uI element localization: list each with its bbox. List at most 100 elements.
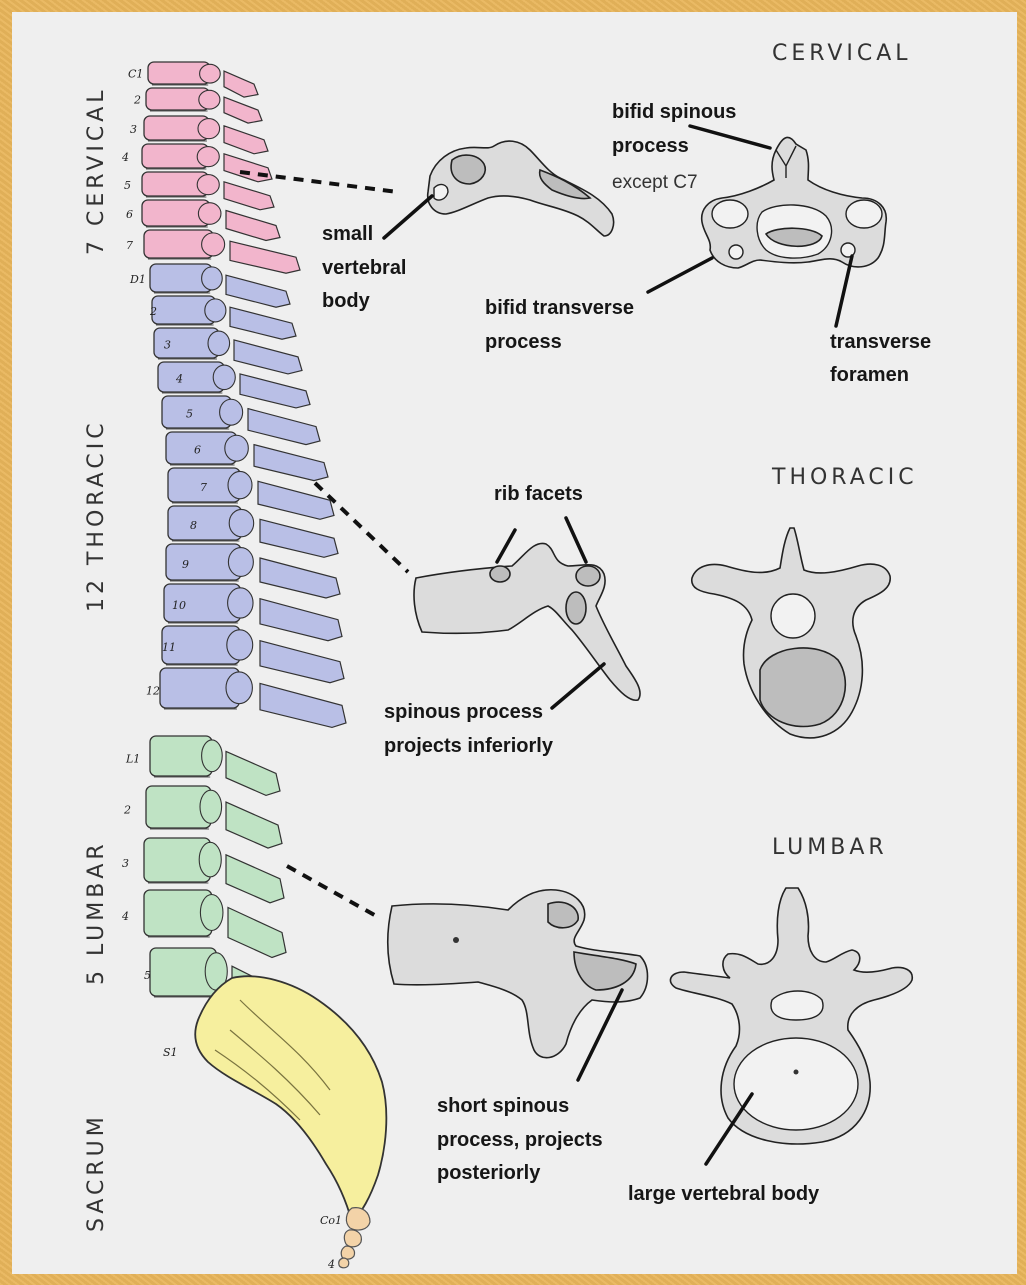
dashed-leader-cervical (240, 172, 398, 192)
label-lumbar-spinous-3: posteriorly (437, 1162, 541, 1184)
cervical-facet (197, 175, 219, 195)
thoracic-number-1: D1 (129, 273, 146, 286)
thoracic-number-7: 7 (200, 481, 207, 494)
cervical-vertebra-side-view (428, 141, 614, 236)
thoracic-number-9: 9 (182, 558, 189, 571)
thoracic-spinous-process (260, 641, 344, 683)
cervical-facet (198, 119, 220, 139)
thoracic-number-6: 6 (194, 444, 201, 457)
label-bifid-transverse-2: process (485, 331, 562, 353)
cervical-number-1: C1 (128, 68, 143, 81)
thoracic-facet (225, 435, 249, 461)
sacrum (195, 976, 386, 1222)
side-label-sacrum: SACRUM (84, 1113, 109, 1232)
number-co1: Co1 (320, 1214, 342, 1227)
label-bifid-spinous-1: bifid spinous (612, 101, 736, 123)
thoracic-vertebral-foramen (771, 594, 815, 638)
lumbar-number-4: 4 (121, 910, 129, 923)
label-lumbar-spinous-1: short spinous (437, 1095, 569, 1117)
thoracic-spinous-process (240, 374, 310, 408)
thoracic-number-5: 5 (186, 408, 193, 421)
thoracic-facet (205, 299, 226, 322)
lumbar-spinous-process (226, 802, 282, 848)
thoracic-facet (228, 471, 252, 498)
leader-bifid-transverse (648, 258, 712, 292)
thoracic-number-2: 2 (149, 305, 157, 318)
thoracic-spinous-process (258, 481, 334, 519)
lumbar-facet (200, 895, 223, 931)
thoracic-rib-facet-1 (490, 566, 510, 582)
cervical-facet (197, 147, 219, 167)
label-small-1: small (322, 223, 373, 245)
thoracic-facet (202, 267, 223, 290)
spinal-column: D123456789101112L12345C1234567 (121, 62, 346, 1018)
leader-rib-facet-1 (497, 530, 515, 562)
thoracic-spinous-process (226, 275, 290, 307)
cervical-spinous-process (224, 154, 272, 182)
thoracic-facet (227, 630, 253, 660)
heading-cervical: CERVICAL (772, 41, 912, 66)
cervical-spinous-process (226, 211, 280, 241)
thoracic-number-8: 8 (190, 519, 197, 532)
thoracic-facet (226, 672, 252, 704)
label-bifid-transverse-1: bifid transverse (485, 297, 634, 319)
cervical-spinous-process (224, 126, 268, 154)
thoracic-vertebra-top-view (692, 528, 890, 738)
thoracic-spinous-process (254, 445, 328, 481)
lumbar-number-1: L1 (125, 752, 140, 765)
thoracic-facet (229, 509, 253, 536)
cervical-spinous-process (230, 241, 300, 273)
cervical-facet (202, 233, 225, 256)
thoracic-rib-facet-2 (576, 566, 600, 586)
lumbar-number-3: 3 (122, 857, 129, 870)
thoracic-spinous-process (234, 340, 302, 374)
leader-small-body (384, 196, 432, 238)
label-bifid-spinous-2: process (612, 135, 689, 157)
lumbar-facet (200, 790, 222, 823)
cervical-superior-facet-right (846, 200, 882, 228)
thoracic-spinous-process (230, 307, 296, 339)
coccyx (339, 1208, 370, 1268)
dashed-leader-thoracic (315, 483, 408, 572)
thoracic-facet (228, 588, 253, 618)
label-transverse-foramen-2: foramen (830, 364, 909, 386)
lumbar-vertebra-top-view (670, 888, 912, 1144)
lumbar-facet (202, 740, 223, 772)
leader-thoracic-spinous (552, 664, 604, 708)
thoracic-spinous-process (260, 558, 340, 598)
thoracic-spinous-process (260, 519, 338, 557)
thoracic-vertebra-side-view (414, 543, 640, 700)
heading-thoracic: THORACIC (771, 465, 918, 490)
label-rib-facets: rib facets (494, 483, 583, 505)
cervical-number-3: 3 (130, 123, 137, 136)
dashed-leader-lumbar (287, 866, 378, 917)
cervical-number-4: 4 (121, 151, 129, 164)
cervical-facet (198, 203, 221, 225)
label-large-body: large vertebral body (628, 1183, 820, 1205)
label-thoracic-spinous-2: projects inferiorly (384, 735, 554, 757)
cervical-number-7: 7 (126, 239, 133, 252)
cervical-vertebra-top-view (702, 137, 887, 268)
lumbar-number-5: 5 (144, 969, 151, 982)
number-co4: 4 (327, 1258, 335, 1271)
heading-lumbar: LUMBAR (772, 835, 888, 860)
lumbar-spinous-process (226, 855, 284, 903)
label-thoracic-spinous-1: spinous process (384, 701, 543, 723)
thoracic-spinous-process (260, 599, 342, 641)
cervical-foramen-left (729, 245, 743, 259)
label-small-3: body (322, 290, 371, 312)
lumbar-vertebra-side-view (388, 890, 648, 1058)
side-label-lumbar: 5 LUMBAR (84, 840, 109, 985)
cervical-number-2: 2 (133, 94, 141, 107)
thoracic-facet (213, 365, 235, 389)
label-lumbar-spinous-2: process, projects (437, 1129, 603, 1151)
leader-transverse-foramen (836, 256, 852, 326)
cervical-spinous-process (224, 182, 274, 210)
label-transverse-foramen-1: transverse (830, 331, 931, 353)
cervical-facet (199, 90, 220, 109)
label-small-2: vertebral (322, 257, 407, 279)
thoracic-spinous-process (248, 409, 320, 445)
thoracic-facet (228, 548, 253, 577)
